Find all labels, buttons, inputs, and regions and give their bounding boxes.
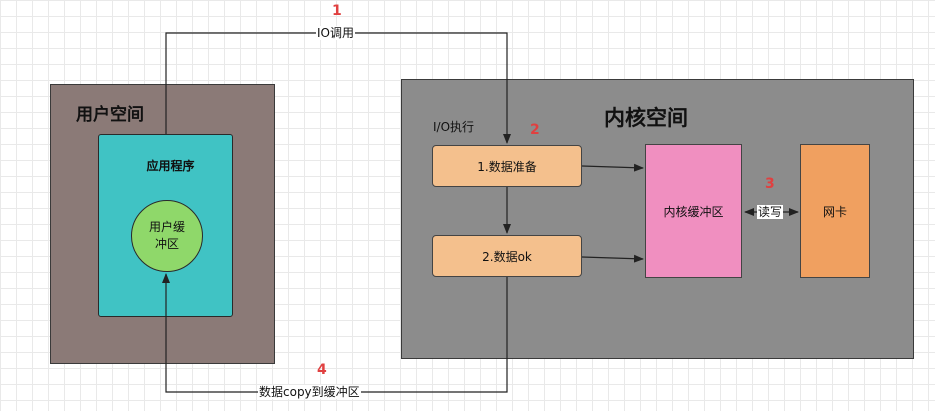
kernel-space-title: 内核空间 bbox=[604, 106, 688, 130]
application-label: 应用程序 bbox=[146, 159, 195, 173]
user-buffer-node: 用户缓冲区 bbox=[131, 200, 203, 272]
copy-label: 数据copy到缓冲区 bbox=[258, 385, 361, 399]
step-number-3: 3 bbox=[765, 176, 775, 192]
nic-node: 网卡 bbox=[800, 144, 870, 278]
read-write-label: 读写 bbox=[757, 205, 784, 219]
data-ok-node: 2.数据ok bbox=[432, 235, 582, 277]
io-exec-label: I/O执行 bbox=[433, 120, 475, 134]
io-call-label: IO调用 bbox=[316, 26, 355, 40]
kernel-buffer-label: 内核缓冲区 bbox=[663, 204, 724, 219]
kernel-buffer-node: 内核缓冲区 bbox=[645, 144, 742, 278]
copy-connector bbox=[162, 273, 508, 393]
nic-label: 网卡 bbox=[822, 204, 847, 219]
data-ok-label: 2.数据ok bbox=[482, 249, 532, 264]
step-number-4: 4 bbox=[317, 362, 327, 378]
prepare-to-buffer-connector bbox=[581, 163, 644, 172]
data-prepare-label: 1.数据准备 bbox=[477, 159, 537, 174]
user-space-title: 用户空间 bbox=[76, 105, 144, 125]
user-buffer-label: 用户缓冲区 bbox=[148, 220, 185, 251]
step-number-2: 2 bbox=[530, 122, 540, 138]
io-call-connector bbox=[165, 32, 511, 144]
data-prepare-node: 1.数据准备 bbox=[432, 145, 582, 187]
step-number-1: 1 bbox=[332, 3, 342, 19]
ok-to-buffer-connector bbox=[581, 254, 644, 263]
